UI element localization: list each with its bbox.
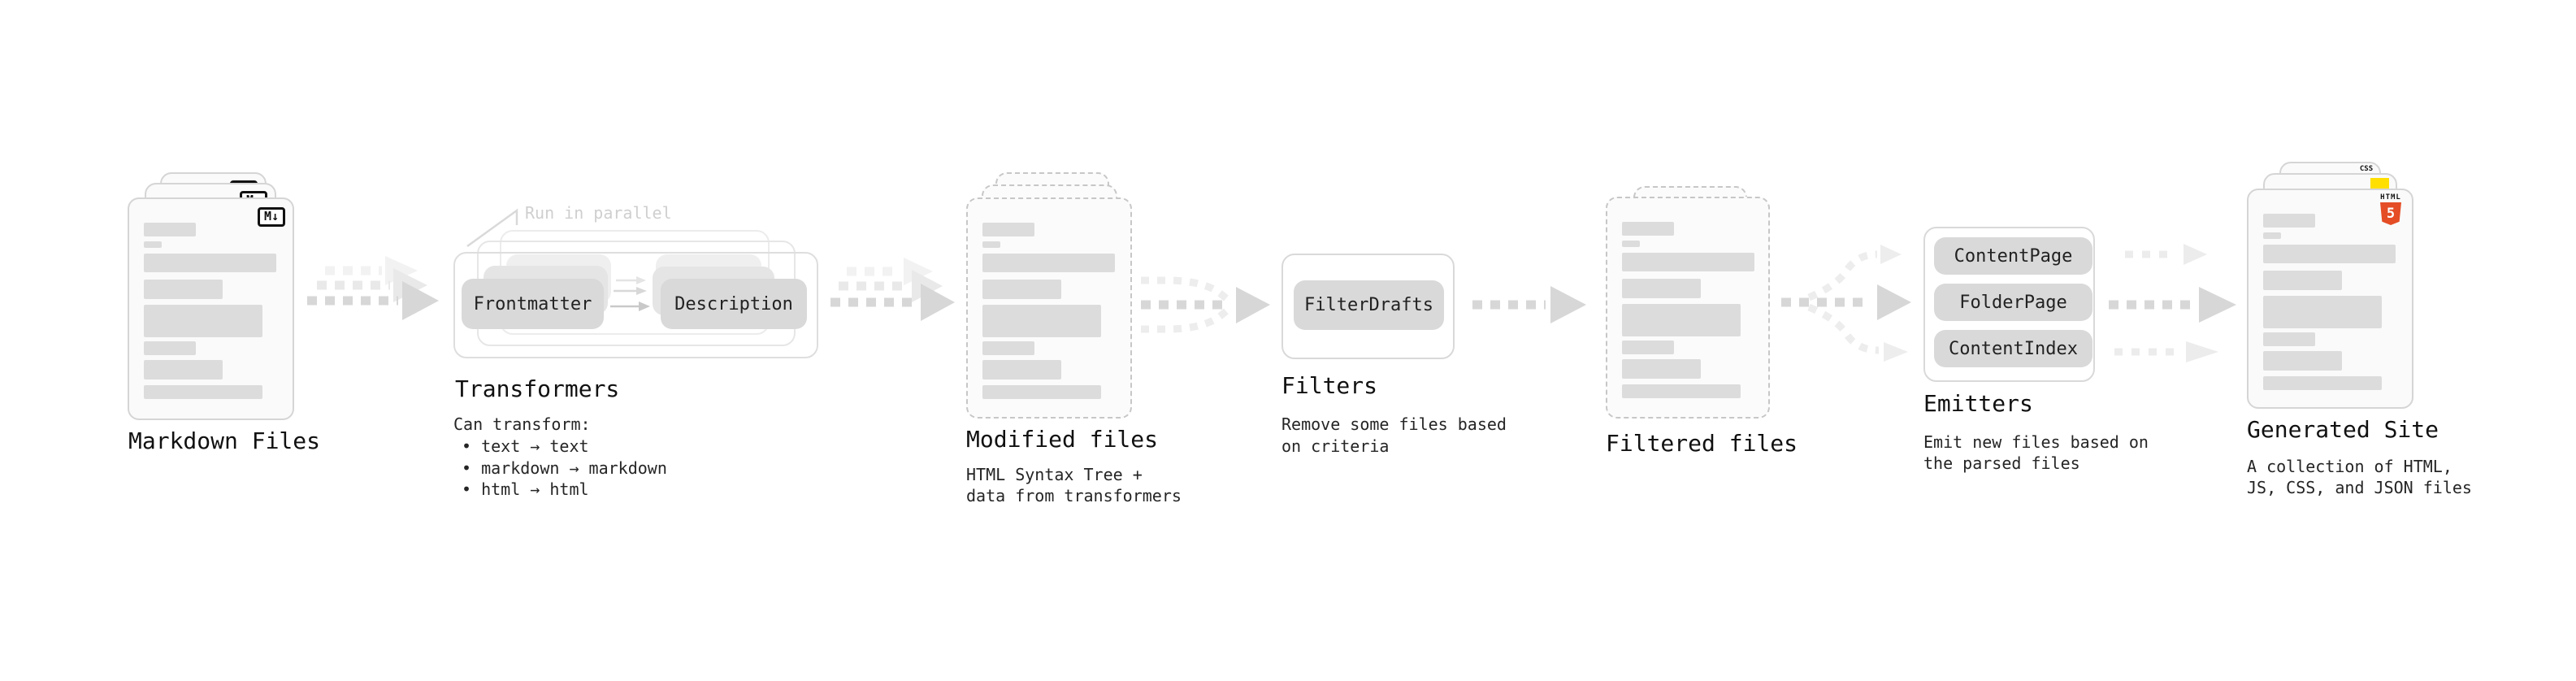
content-bar [144, 341, 196, 355]
content-bar [1622, 304, 1741, 336]
emitter-node-folderpage: FolderPage [1934, 284, 2092, 321]
content-bar [1622, 279, 1701, 298]
content-bar [1622, 340, 1674, 354]
content-bar [2263, 376, 2382, 390]
arrow-modified-to-filters-merge [1141, 276, 1270, 333]
modified-files-desc: HTML Syntax Tree + [966, 465, 1143, 484]
content-bar [982, 241, 1000, 248]
content-bar [2263, 332, 2315, 346]
arrow-emitters-to-generated [2109, 244, 2236, 362]
generated-file-card-html: HTML 5 [2247, 189, 2413, 409]
transformers-bullet: • html → html [462, 479, 589, 499]
content-bar [144, 305, 262, 337]
generated-site-desc: A collection of HTML, [2247, 457, 2452, 476]
content-bar [144, 254, 276, 272]
content-bar [982, 254, 1115, 272]
content-bar [1622, 222, 1674, 236]
emitter-node-contentindex: ContentIndex [1934, 330, 2092, 367]
arrow-transformers-to-modified [830, 258, 955, 321]
content-bar [144, 385, 262, 399]
modified-files-label: Modified files [966, 426, 1159, 453]
content-bar [2263, 232, 2281, 239]
content-bar [982, 280, 1061, 299]
arrow-frontmatter-to-description [610, 276, 650, 311]
content-bar [2263, 245, 2396, 263]
filtered-file-card-front [1606, 197, 1770, 419]
emitters-desc: the parsed files [1923, 453, 2080, 473]
transformers-bullet: • text → text [462, 436, 589, 456]
content-bar [2263, 214, 2315, 228]
filters-desc: Remove some files based [1281, 414, 1507, 434]
transformer-layer-frame-1 [453, 252, 818, 358]
content-bar [982, 360, 1061, 380]
content-bar [144, 360, 223, 380]
transformers-bullet: • markdown → markdown [462, 458, 667, 478]
content-bar [1622, 359, 1701, 379]
content-bar [982, 305, 1101, 337]
content-bar [1622, 253, 1754, 271]
filter-node-filterdrafts: FilterDrafts [1294, 280, 1444, 330]
javascript-icon [2370, 178, 2389, 189]
content-bar [2263, 271, 2342, 290]
content-bar [2263, 296, 2382, 328]
markdown-file-card-front: M↓ [128, 197, 294, 420]
arrow-filtered-to-emitters-fanout [1781, 245, 1911, 362]
filters-title: Filters [1281, 372, 1378, 399]
filters-desc: on criteria [1281, 436, 1390, 456]
transformers-lead: Can transform: [453, 414, 591, 434]
transformer-node-description: Description [661, 279, 807, 329]
emitters-desc: Emit new files based on [1923, 432, 2149, 452]
content-bar [982, 341, 1034, 355]
emitters-title: Emitters [1923, 390, 2033, 417]
generated-site-label: Generated Site [2247, 416, 2439, 443]
modified-files-desc: data from transformers [966, 486, 1182, 505]
run-in-parallel-leader-line [466, 208, 518, 248]
transformer-node-frontmatter: Frontmatter [462, 279, 604, 329]
content-bar [1622, 241, 1640, 247]
html5-icon: HTML 5 [2378, 193, 2404, 225]
arrow-markdown-to-transformers [307, 256, 439, 320]
content-bar [982, 223, 1034, 236]
filtered-files-label: Filtered files [1606, 430, 1798, 457]
content-bar [144, 241, 162, 248]
markdown-files-label: Markdown Files [128, 427, 321, 454]
content-bar [1622, 384, 1741, 398]
transformers-title: Transformers [455, 375, 620, 402]
content-bar [2263, 351, 2342, 371]
run-in-parallel-callout: Run in parallel [525, 203, 672, 223]
modified-file-card-front [966, 197, 1132, 419]
content-bar [982, 385, 1101, 399]
generated-site-desc: JS, CSS, and JSON files [2247, 478, 2472, 497]
emitter-node-contentpage: ContentPage [1934, 237, 2092, 275]
content-bar [144, 223, 196, 236]
content-bar [144, 280, 223, 299]
markdown-icon: M↓ [257, 207, 285, 227]
arrow-filters-to-filtered [1472, 286, 1586, 323]
